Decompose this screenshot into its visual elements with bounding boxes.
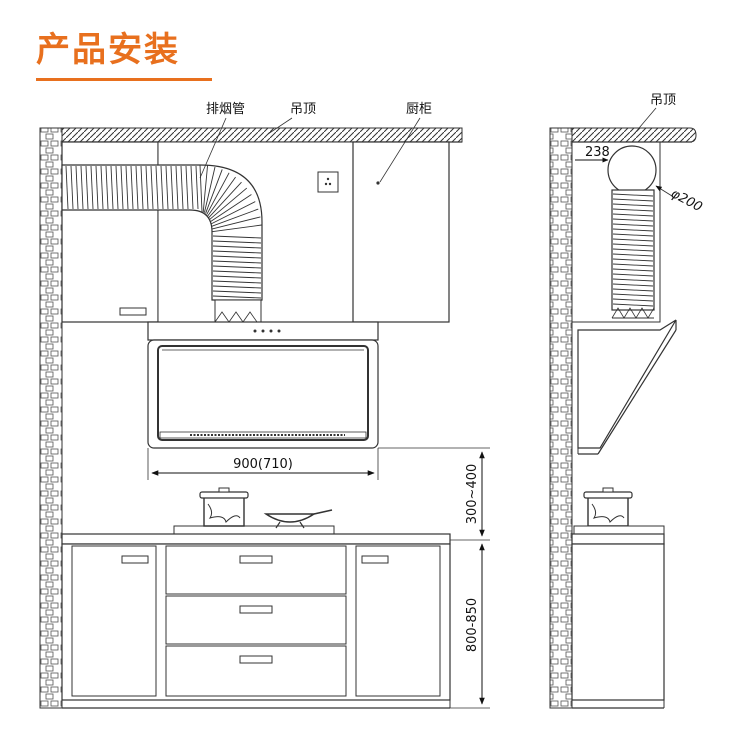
title-underline — [36, 78, 212, 81]
ceiling-front-label: 吊顶 — [290, 102, 316, 117]
hood-width-label: 900(710) — [233, 457, 293, 472]
exhaust-duct-side — [607, 145, 657, 319]
side-depth-label: 238 — [585, 145, 610, 160]
wall-socket — [317, 171, 339, 193]
upper-cabinet-left-handle — [119, 307, 147, 316]
page-title: 产品安装 — [36, 30, 180, 70]
side-base-cabinet — [571, 533, 665, 709]
duct-diameter-label: φ200 — [668, 186, 705, 215]
base-cabinet — [61, 533, 451, 709]
side-brick-wall — [549, 127, 573, 709]
upper-cabinet-right — [352, 141, 450, 323]
counter-height-label: 800-850 — [465, 598, 480, 652]
front-brick-wall — [39, 127, 63, 709]
side-ceiling-slab — [571, 127, 697, 143]
hood-height-label: 300~400 — [465, 464, 480, 525]
side-upper-cabinet — [571, 141, 661, 323]
hood-width-dimension — [147, 448, 379, 480]
exhaust-pipe-label: 排烟管 — [206, 102, 245, 117]
cabinet-knob — [376, 181, 380, 185]
exhaust-duct-front — [61, 164, 263, 323]
range-hood-side — [577, 319, 677, 455]
range-hood-front — [147, 321, 379, 449]
front-ceiling-slab — [61, 127, 463, 143]
gas-cooktop — [173, 487, 335, 535]
cabinet-label: 厨柜 — [406, 102, 432, 117]
ceiling-side-label: 吊顶 — [650, 93, 676, 108]
side-cooktop — [573, 487, 665, 535]
